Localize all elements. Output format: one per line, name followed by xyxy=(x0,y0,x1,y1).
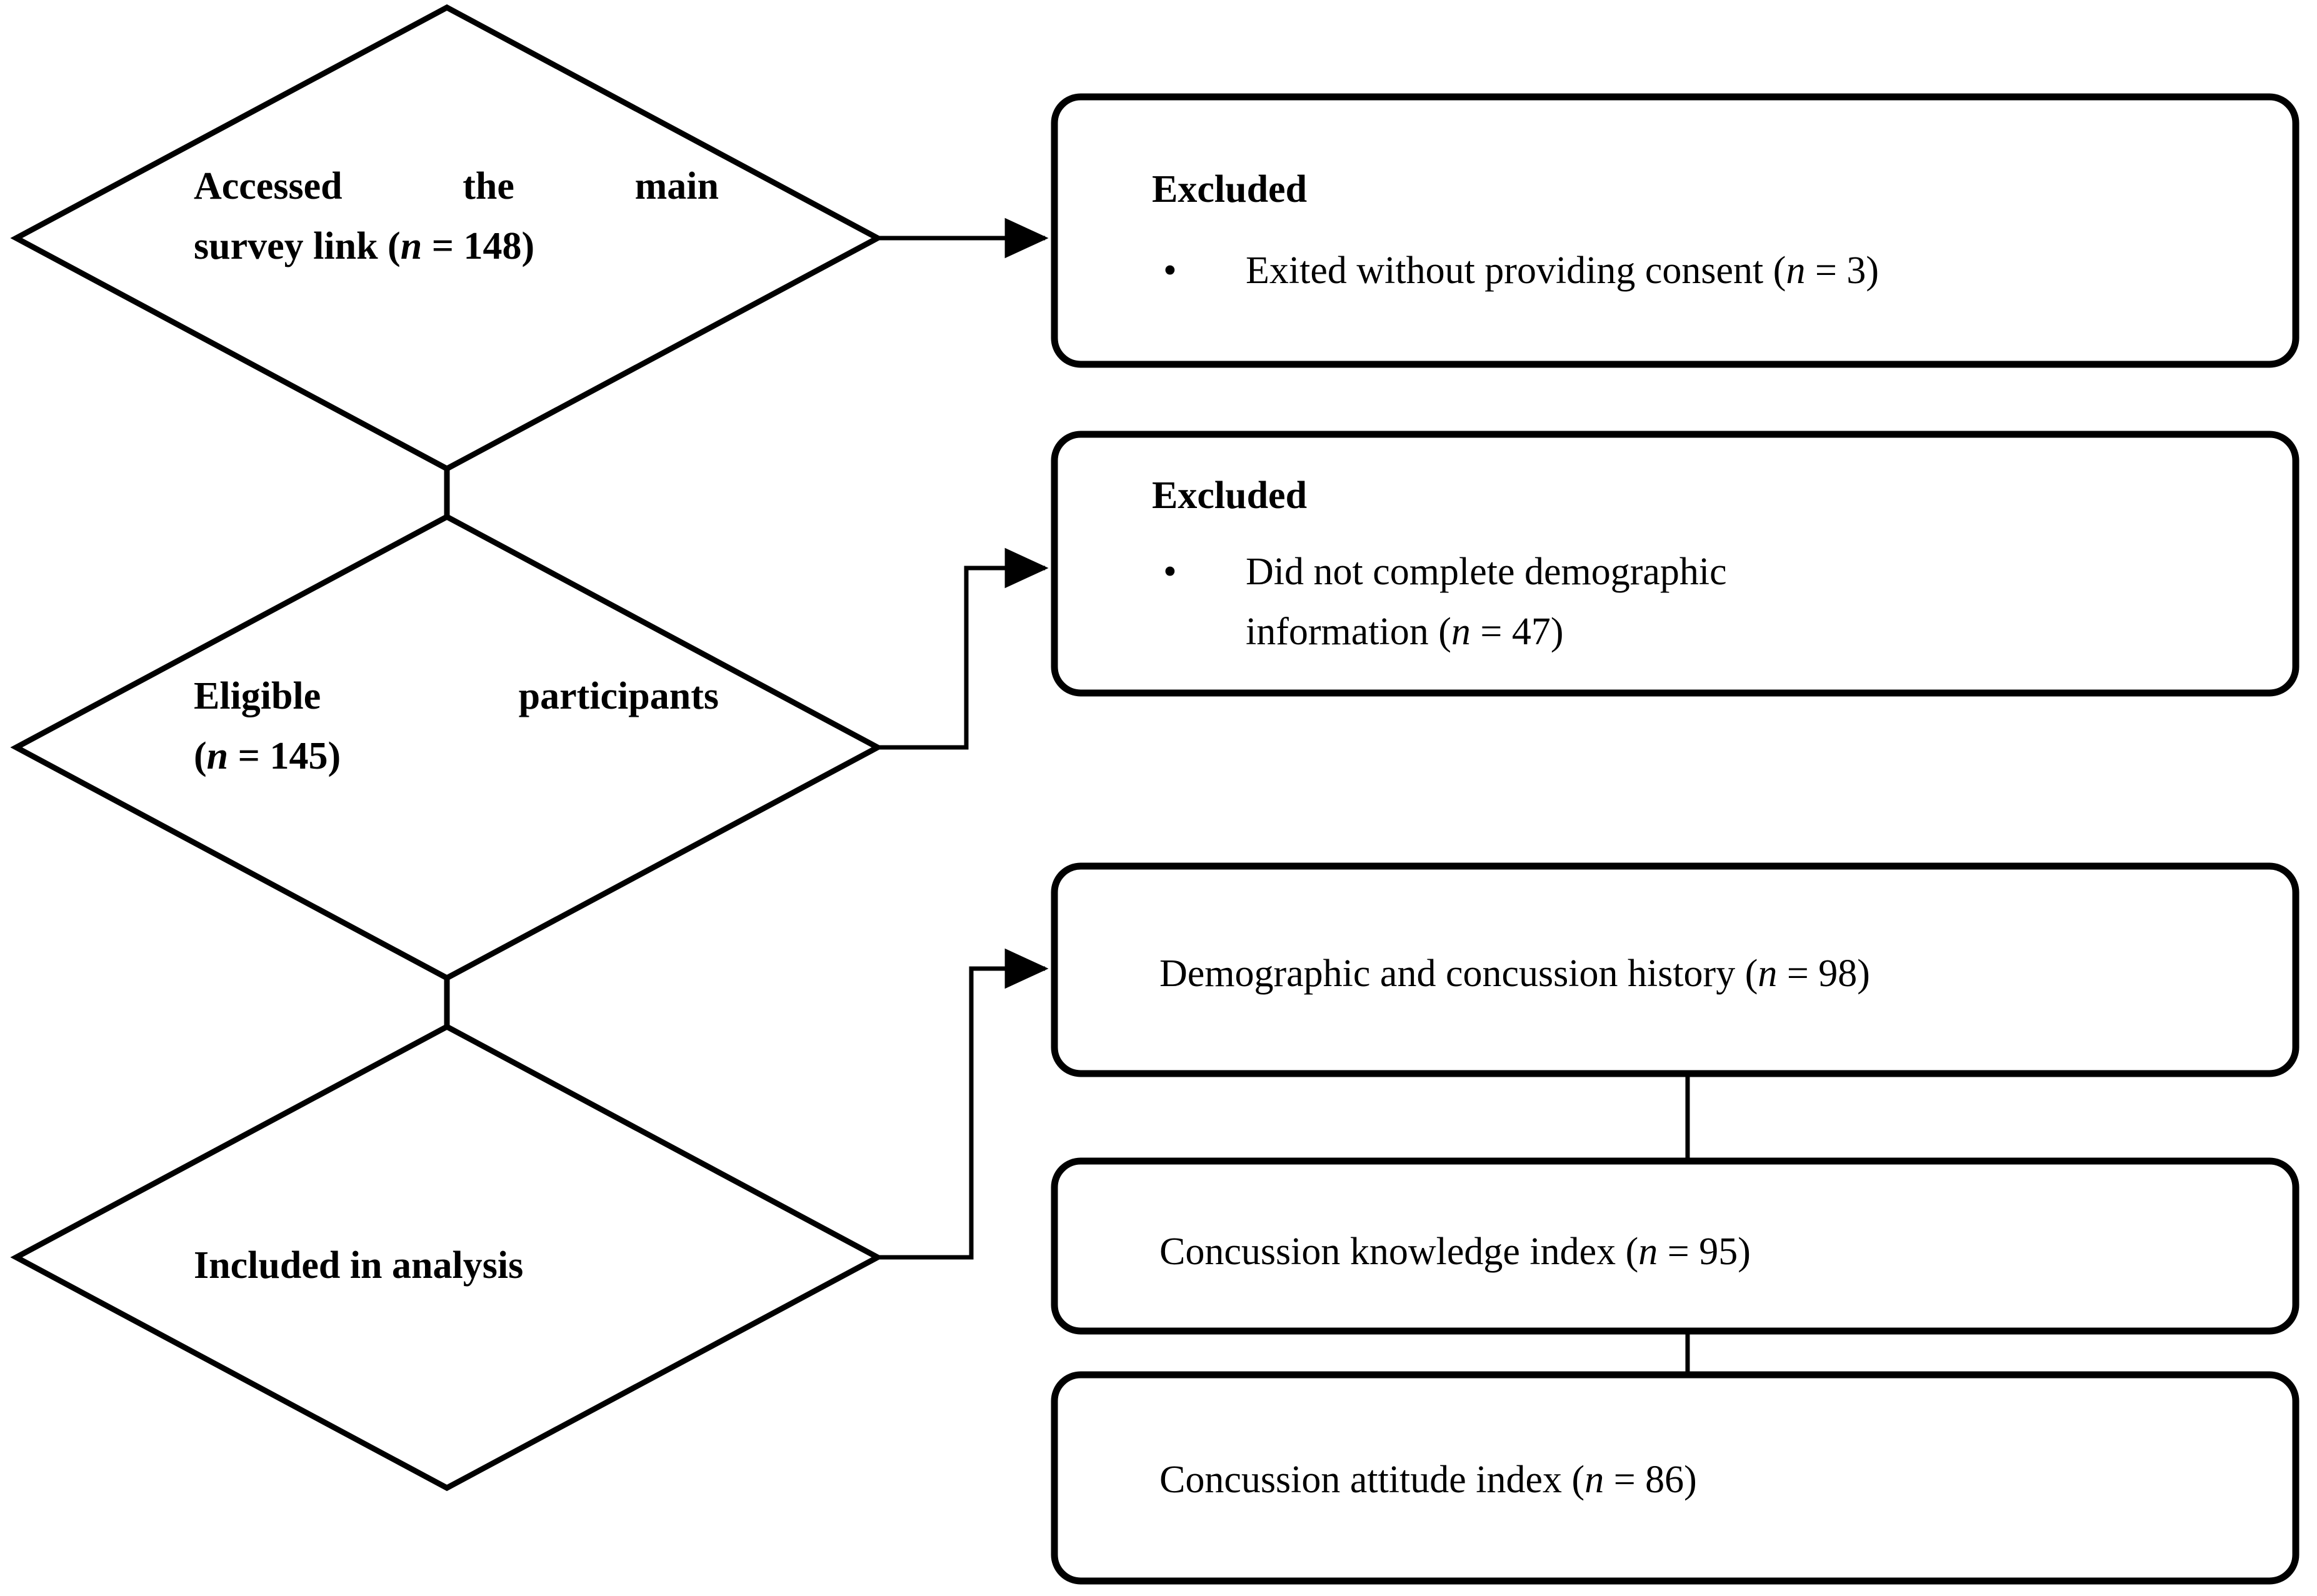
outcome3-text: Concussion attitude index (n = 86) xyxy=(1159,1450,2259,1510)
outcome3-n-symbol: n xyxy=(1584,1459,1604,1501)
outcome1-text: Demographic and concussion history (n = … xyxy=(1159,944,2259,1004)
diamond1-line1: Accessed the main xyxy=(194,165,719,207)
diamond3-line1: Included in analysis xyxy=(194,1244,524,1287)
diamond2-line2-suffix: = 145) xyxy=(228,735,341,778)
excluded1-bullet-item: • Exited without providing consent (n = … xyxy=(1152,241,2227,301)
excluded1-content: Excluded • Exited without providing cons… xyxy=(1152,159,2227,301)
box-excluded-no-demographics xyxy=(1051,431,2299,697)
bullet-icon: • xyxy=(1163,551,1177,594)
outcome3-content: Concussion attitude index (n = 86) xyxy=(1159,1450,2259,1510)
outcome1-content: Demographic and concussion history (n = … xyxy=(1159,944,2259,1004)
outcome1-n-symbol: n xyxy=(1758,952,1778,995)
excluded2-bullet-line1: Did not complete demographic xyxy=(1246,551,1727,594)
diamond-label-included-in-analysis: Included in analysis xyxy=(194,1235,756,1295)
excluded1-title: Excluded xyxy=(1152,168,1308,211)
outcome2-prefix: Concussion knowledge index ( xyxy=(1159,1230,1639,1273)
excluded1-bullet-text: Exited without providing consent (n = 3) xyxy=(1246,241,2227,301)
outcome1-prefix: Demographic and concussion history ( xyxy=(1159,952,1758,995)
outcome2-text: Concussion knowledge index (n = 95) xyxy=(1159,1222,2259,1282)
box-concussion-knowledge-index xyxy=(1051,1157,2299,1335)
diamond1-line2-suffix: = 148) xyxy=(422,225,535,268)
box-excluded-no-consent xyxy=(1051,93,2299,368)
diamond-eligible-participants xyxy=(10,513,884,982)
diamond2-n-symbol: n xyxy=(206,735,229,778)
outcome3-prefix: Concussion attitude index ( xyxy=(1159,1459,1585,1501)
diamond1-line2: survey link (n = 148) xyxy=(194,216,719,276)
diamond2-line1: Eligible participants xyxy=(194,675,719,717)
excluded2-bullet-line2: information (n = 47) xyxy=(1246,602,2008,662)
diamond-label-accessed-main-survey-link: Accessed the main survey link (n = 148) xyxy=(194,156,719,276)
box-concussion-attitude-index xyxy=(1051,1371,2299,1585)
excluded2-bullet-line2-prefix: information ( xyxy=(1246,611,1451,654)
diamond-included-in-analysis xyxy=(10,1023,884,1492)
connector-diamond3-to-outcome1 xyxy=(878,948,1049,1260)
outcome1-suffix: = 98) xyxy=(1777,952,1870,995)
excluded1-bullet-suffix: = 3) xyxy=(1805,249,1879,292)
outcome2-content: Concussion knowledge index (n = 95) xyxy=(1159,1222,2259,1282)
diamond-accessed-main-survey-link xyxy=(10,4,884,472)
outcome2-suffix: = 95) xyxy=(1658,1230,1751,1273)
excluded2-n-symbol: n xyxy=(1451,611,1471,654)
excluded2-content: Excluded • Did not complete demographic … xyxy=(1152,466,2008,662)
diamond-label-eligible-participants: Eligible participants (n = 145) xyxy=(194,666,719,786)
diamond2-line2-prefix: ( xyxy=(194,735,207,778)
bullet-icon: • xyxy=(1163,249,1177,292)
diamond1-line2-prefix: survey link ( xyxy=(194,225,401,268)
outcome3-suffix: = 86) xyxy=(1604,1459,1697,1501)
outcome2-n-symbol: n xyxy=(1638,1230,1658,1273)
diamond1-n-symbol: n xyxy=(400,225,423,268)
excluded2-bullet-item: • Did not complete demographic informati… xyxy=(1152,542,2008,662)
excluded1-bullet-prefix: Exited without providing consent ( xyxy=(1246,249,1786,292)
excluded1-n-symbol: n xyxy=(1786,249,1806,292)
excluded2-title: Excluded xyxy=(1152,474,1308,517)
diamond2-line2: (n = 145) xyxy=(194,726,719,786)
connector-diamond2-to-excluded2 xyxy=(878,547,1049,750)
excluded2-bullet-line2-suffix: = 47) xyxy=(1470,611,1564,654)
box-demographic-and-concussion-history xyxy=(1051,862,2299,1077)
